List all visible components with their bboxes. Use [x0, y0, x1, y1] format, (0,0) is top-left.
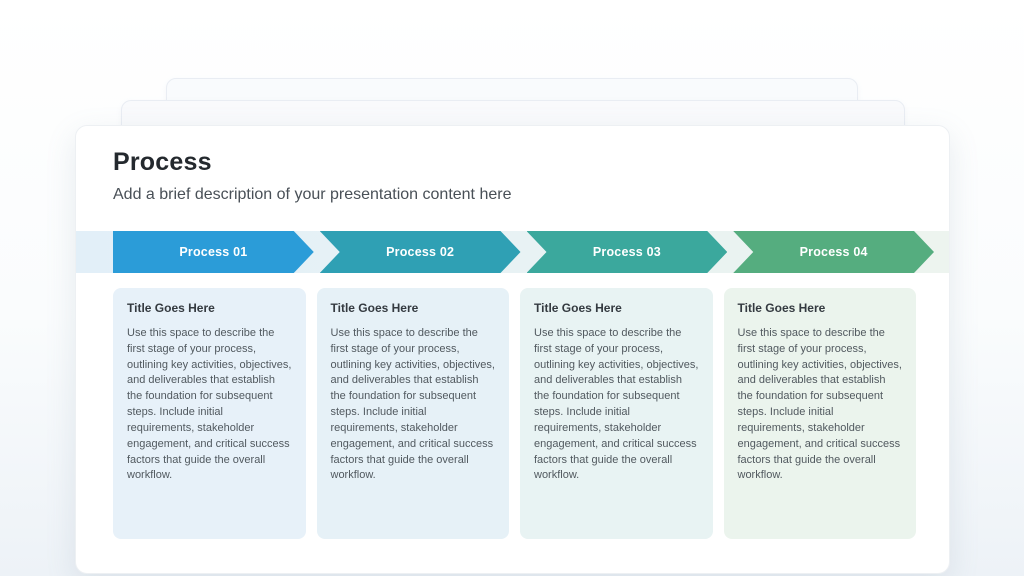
process-card-4[interactable]: Title Goes Here Use this space to descri… [723, 288, 916, 539]
process-cards-row: Title Goes Here Use this space to descri… [113, 288, 916, 539]
slide-header: Process Add a brief description of your … [113, 148, 912, 204]
process-step-arrow-1[interactable]: Process 01 [113, 231, 314, 273]
process-card-1[interactable]: Title Goes Here Use this space to descri… [113, 288, 306, 539]
card-title: Title Goes Here [534, 301, 622, 315]
card-body: Use this space to describe the first sta… [127, 327, 292, 482]
process-step-label: Process 01 [179, 245, 248, 259]
card-body: Use this space to describe the first sta… [737, 327, 902, 482]
card-title: Title Goes Here [737, 301, 826, 315]
slide-title: Process [113, 148, 212, 176]
process-card-3[interactable]: Title Goes Here Use this space to descri… [520, 288, 713, 539]
process-step-label: Process 02 [386, 245, 455, 259]
card-title: Title Goes Here [330, 301, 419, 315]
process-step-arrow-4[interactable]: Process 04 [733, 231, 934, 273]
process-arrow-band: Process 01 Process 02 Process 03 Process… [76, 231, 949, 273]
card-body: Use this space to describe the first sta… [330, 327, 495, 482]
card-title: Title Goes Here [127, 301, 215, 315]
card-body: Use this space to describe the first sta… [534, 327, 699, 482]
process-card-2[interactable]: Title Goes Here Use this space to descri… [316, 288, 509, 539]
process-step-arrow-2[interactable]: Process 02 [320, 231, 521, 273]
process-step-arrow-3[interactable]: Process 03 [527, 231, 728, 273]
slide-card: Process Add a brief description of your … [75, 125, 950, 574]
slide-subtitle: Add a brief description of your presenta… [113, 186, 512, 203]
process-arrow-row: Process 01 Process 02 Process 03 Process… [113, 231, 934, 273]
process-step-label: Process 03 [592, 245, 661, 259]
process-step-label: Process 04 [799, 245, 868, 259]
